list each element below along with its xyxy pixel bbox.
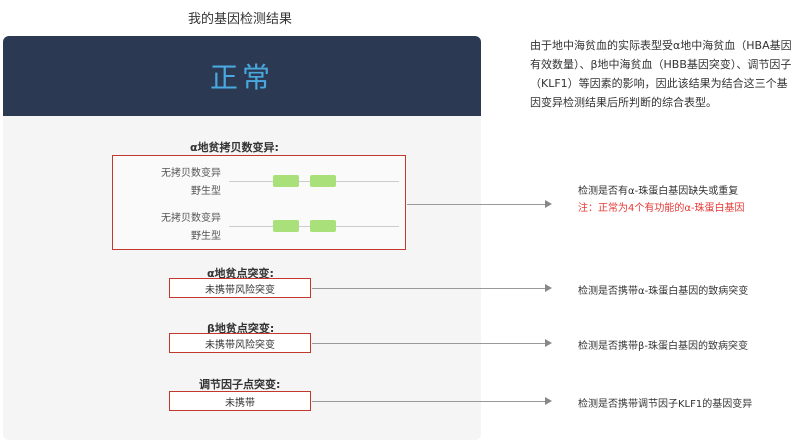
arrow-icon (545, 284, 552, 292)
copy-number-note: 检测是否有α-珠蛋白基因缺失或重复 (578, 186, 739, 197)
connector-line (312, 343, 545, 344)
beta-point-note: 检测是否携带β-珠蛋白基因的致病突变 (578, 341, 748, 352)
copy-number-row: 无拷贝数变异 野生型 (113, 206, 407, 246)
alpha-point-note: 检测是否携带α-珠蛋白基因的致病突变 (578, 286, 749, 297)
result-header: 正常 (3, 36, 481, 116)
gene-block (310, 220, 336, 232)
copy-number-note-red: 注：正常为4个有功能的α-珠蛋白基因 (578, 203, 745, 214)
klf1-point-value: 未携带 (169, 391, 311, 411)
copy-number-type: 野生型 (191, 186, 221, 197)
arrow-icon (545, 397, 552, 405)
alpha-point-value: 未携带风险突变 (169, 278, 311, 298)
connector-line (407, 204, 545, 205)
beta-point-title: β地贫点突变: (207, 322, 275, 335)
result-value: 正常 (209, 61, 274, 94)
arrow-icon (545, 339, 552, 347)
copy-number-status: 无拷贝数变异 (161, 213, 221, 224)
arrow-icon (545, 200, 552, 208)
result-explanation: 由于地中海贫血的实际表型受α地中海贫血（HBA基因有效数量）、β地中海贫血（HB… (530, 39, 792, 109)
copy-number-box: 无拷贝数变异 野生型 无拷贝数变异 野生型 (112, 155, 406, 250)
beta-point-value: 未携带风险突变 (169, 333, 311, 353)
alpha-point-title: α地贫点突变: (207, 267, 274, 280)
copy-number-row: 无拷贝数变异 野生型 (113, 161, 407, 201)
copy-number-status: 无拷贝数变异 (161, 168, 221, 179)
gene-block (310, 175, 336, 187)
connector-line (312, 401, 545, 402)
copy-number-type: 野生型 (191, 231, 221, 242)
result-card: 正常 α地贫拷贝数变异: 无拷贝数变异 野生型 无拷贝数变异 野生型 α地贫点突… (3, 36, 481, 440)
gene-block (273, 220, 299, 232)
gene-block (273, 175, 299, 187)
connector-line (312, 288, 545, 289)
klf1-point-note: 检测是否携带调节因子KLF1的基因变异 (578, 399, 753, 410)
copy-number-title: α地贫拷贝数变异: (190, 141, 279, 154)
klf1-point-title: 调节因子点突变: (199, 378, 281, 391)
page-title: 我的基因检测结果 (188, 12, 293, 27)
